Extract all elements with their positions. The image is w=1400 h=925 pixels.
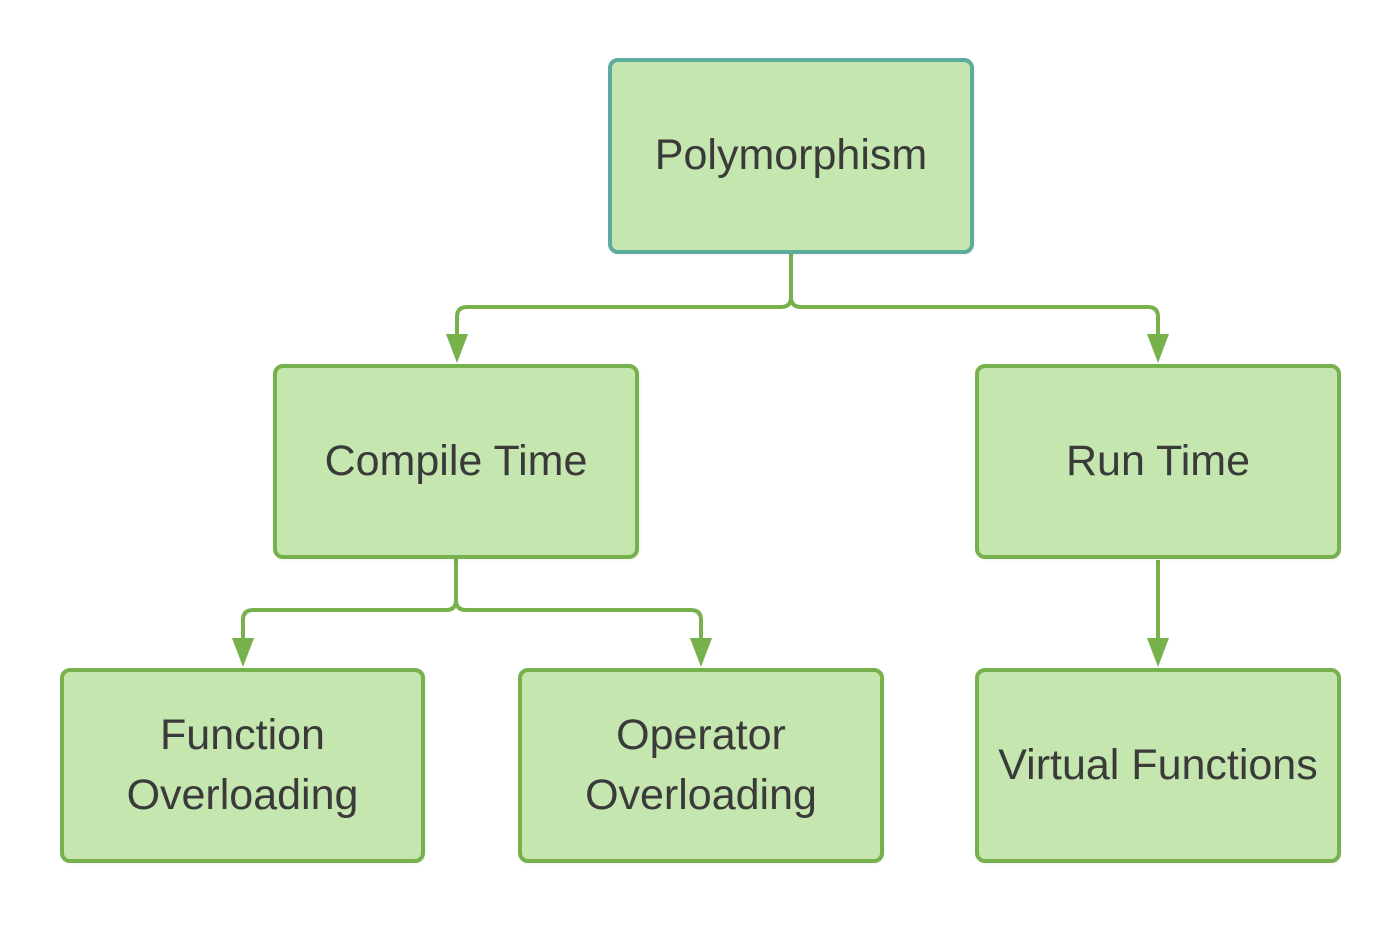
node-run-time-label: Run Time [1065,436,1250,485]
node-operator-overloading: Operator Overloading [518,668,884,863]
node-virtual-functions-label: Virtual Functions [998,740,1318,789]
node-run-time: Run Time [975,364,1341,559]
arrowhead-run-time [1147,334,1169,363]
node-compile-time-label: Compile Time [324,436,588,485]
node-function-overloading-label: Function Overloading [126,711,359,819]
node-operator-overloading-label: Operator Overloading [585,711,817,819]
edge-polymorphism-compile-time [455,254,793,335]
edge-compile-time-function-overloading [241,559,458,639]
node-function-overloading: Function Overloading [60,668,425,863]
arrowhead-virtual-functions [1147,638,1169,667]
node-virtual-functions: Virtual Functions [975,668,1341,863]
node-compile-time: Compile Time [273,364,639,559]
edge-compile-time-operator-overloading [454,559,703,639]
edge-polymorphism-run-time [789,254,1160,335]
node-polymorphism-label: Polymorphism [654,131,928,180]
arrowhead-operator-overloading [690,638,712,667]
arrowhead-function-overloading [232,638,254,667]
node-polymorphism: Polymorphism [608,58,974,254]
arrowhead-compile-time [446,334,468,363]
